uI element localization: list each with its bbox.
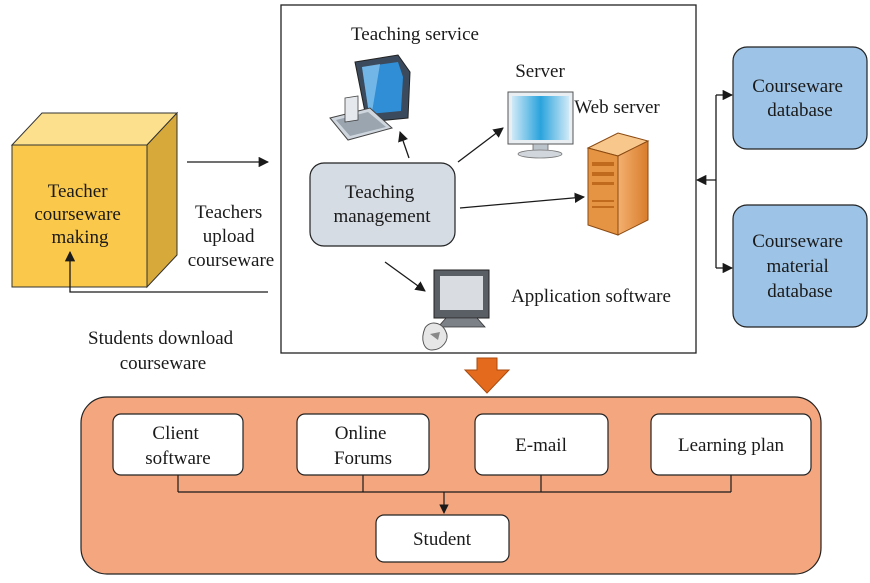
client-software-box	[112, 413, 244, 476]
to-application-software-arrow	[384, 261, 426, 292]
student-label: Student	[413, 529, 472, 550]
courseware-material-database-box	[732, 204, 868, 328]
desktop-computer-icon	[329, 54, 411, 141]
learning-plan-box	[650, 413, 812, 476]
to-teaching-service-arrow	[398, 131, 410, 159]
client-services-panel	[80, 396, 822, 575]
web-server-tower-icon	[586, 132, 650, 236]
teaching-service-label: Teaching service	[351, 24, 479, 45]
student-box	[375, 514, 510, 563]
down-flow-arrow	[463, 357, 511, 394]
courseware-database-label: Courseware database	[752, 76, 848, 121]
learning-plan-label: Learning plan	[678, 435, 785, 456]
online-forums-label: Online Forums	[334, 423, 392, 469]
application-software-label: Application software	[511, 286, 671, 307]
teacher-box-label: Teacher courseware making	[34, 181, 125, 248]
upload-label: Teachers upload courseware	[188, 202, 275, 271]
email-box	[474, 413, 609, 476]
client-software-label: Client software	[145, 423, 210, 469]
server-monitor-icon	[507, 91, 574, 159]
teaching-management-box	[309, 162, 456, 247]
teacher-courseware-cube: Teacher courseware making	[10, 111, 179, 289]
server-label: Server	[515, 61, 565, 82]
web-server-label: Web server	[574, 97, 660, 118]
online-forums-box	[296, 413, 430, 476]
to-web-server-arrow	[459, 192, 586, 209]
download-label: Students download courseware	[88, 328, 238, 374]
student-connector-lines	[177, 474, 732, 514]
download-arrow	[64, 250, 268, 293]
to-server-arrow	[457, 127, 504, 163]
email-label: E-mail	[515, 435, 567, 456]
application-terminal-icon	[422, 269, 490, 351]
teaching-management-label: Teaching management	[333, 182, 431, 227]
courseware-material-database-label: Courseware material database	[752, 231, 848, 302]
courseware-database-box	[732, 46, 868, 150]
